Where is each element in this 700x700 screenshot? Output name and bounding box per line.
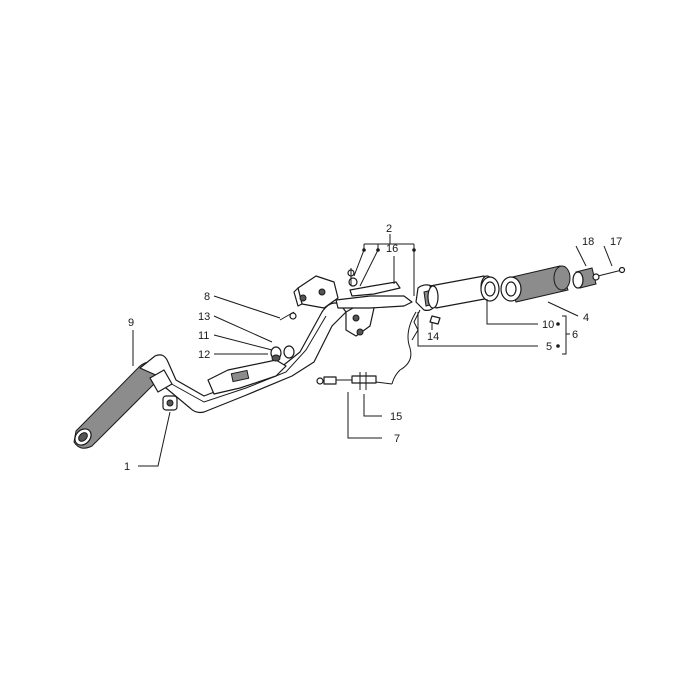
- throttle-cable: [316, 311, 417, 390]
- left-grip: [73, 361, 162, 449]
- callout-8: 8: [204, 291, 210, 303]
- callout-12: 12: [198, 349, 210, 361]
- callout-2: 2: [386, 223, 392, 235]
- callout-5: 5: [546, 341, 552, 353]
- callout-15: 15: [390, 411, 402, 423]
- callout-6: 6: [572, 329, 578, 341]
- callout-17: 17: [610, 236, 622, 248]
- callout-9: 9: [128, 317, 134, 329]
- callout-11: 11: [198, 330, 209, 342]
- callout-1: 1: [124, 461, 130, 473]
- callout-4: 4: [583, 312, 589, 324]
- callout-7: 7: [394, 433, 400, 445]
- callout-13: 13: [198, 311, 210, 323]
- callout-14: 14: [427, 331, 439, 343]
- master-cylinder: [293, 268, 413, 337]
- right-grip: [500, 265, 571, 303]
- callout-18: 18: [582, 236, 594, 248]
- handlebar-tube: [139, 302, 347, 414]
- callout-16: 16: [386, 243, 398, 255]
- end-cap: [572, 267, 597, 289]
- callout-labels: 1 2 4 5 6 7 8 9 10 11 12 13 14 15 16 17 …: [124, 223, 622, 473]
- clamp-parts: [270, 311, 297, 362]
- callout-10: 10: [542, 319, 554, 331]
- end-screw: [592, 266, 626, 281]
- bolt-part-1: [162, 395, 178, 411]
- washer-ring: [480, 276, 500, 302]
- leader-lines: [132, 234, 613, 467]
